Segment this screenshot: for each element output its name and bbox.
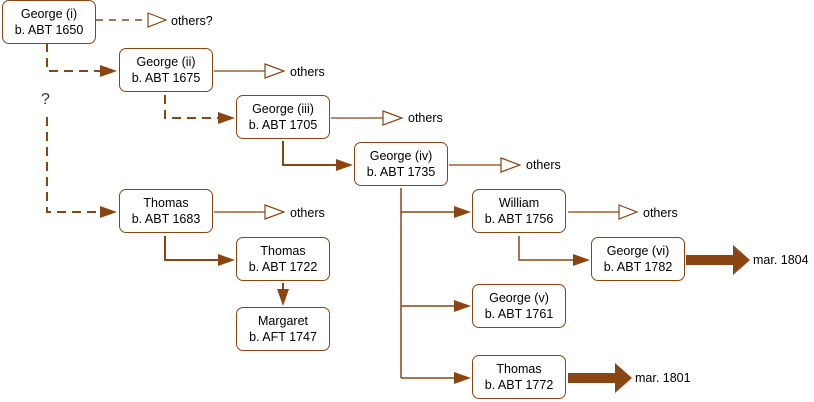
open-arrowhead — [264, 63, 286, 79]
solid-arrowhead — [100, 206, 117, 218]
marriage-label-1804: mar. 1804 — [753, 253, 809, 267]
person-name: Thomas — [143, 196, 189, 210]
person-william[interactable]: William b. ABT 1756 — [472, 189, 566, 233]
person-birth: b. ABT 1705 — [248, 118, 318, 132]
marriage-arrow-1804 — [686, 245, 750, 275]
person-george-iv[interactable]: George (iv) b. ABT 1735 — [354, 142, 448, 186]
person-birth: b. ABT 1772 — [484, 378, 554, 392]
person-birth: b. ABT 1675 — [131, 71, 201, 85]
person-birth: b. ABT 1761 — [484, 307, 554, 321]
person-name: George (iv) — [369, 149, 433, 163]
person-margaret[interactable]: Margaret b. AFT 1747 — [236, 307, 330, 351]
person-name: Thomas — [260, 244, 306, 258]
person-name: George (iii) — [252, 102, 314, 116]
person-birth: b. ABT 1735 — [366, 165, 436, 179]
solid-arrowhead — [218, 112, 235, 124]
solid-arrowhead — [218, 254, 235, 266]
edge-george-iii-george-iv — [282, 141, 345, 166]
person-birth: b. ABT 1722 — [248, 260, 318, 274]
person-name: William — [498, 196, 540, 210]
solid-arrowhead — [454, 372, 471, 384]
person-name: George (v) — [489, 291, 549, 305]
uncertain-parent-mark: ? — [41, 91, 50, 108]
solid-arrowhead — [454, 206, 471, 218]
others-label: others — [290, 206, 325, 220]
person-birth: b. ABT 1650 — [14, 23, 84, 37]
edge-william-george-vi — [518, 236, 582, 261]
solid-arrowhead — [336, 159, 353, 171]
person-name: Margaret — [257, 314, 309, 328]
person-name: Thomas — [496, 362, 542, 376]
open-arrowhead — [147, 12, 168, 28]
open-arrowhead — [618, 204, 639, 220]
others-uncertain-label: others? — [171, 14, 213, 28]
person-thomas-1772[interactable]: Thomas b. ABT 1772 — [472, 355, 566, 399]
person-george-iii[interactable]: George (iii) b. ABT 1705 — [236, 95, 330, 139]
person-thomas-1722[interactable]: Thomas b. ABT 1722 — [236, 237, 330, 281]
marriage-label-1801: mar. 1801 — [635, 371, 691, 385]
solid-arrowhead — [573, 254, 590, 266]
person-george-ii[interactable]: George (ii) b. ABT 1675 — [119, 48, 213, 92]
person-birth: b. AFT 1747 — [249, 330, 317, 344]
person-name: George (i) — [20, 7, 78, 21]
edge-george-ii-george-iii — [164, 95, 227, 119]
edge-unknown-thomas-1683 — [46, 117, 110, 213]
solid-arrowhead — [454, 300, 471, 312]
others-label: others — [290, 65, 325, 79]
others-label: others — [526, 158, 561, 172]
person-name: George (ii) — [136, 55, 196, 69]
person-name: George (vi) — [606, 244, 670, 258]
edge-thomas-1683-thomas-1722 — [164, 236, 227, 261]
person-thomas-1683[interactable]: Thomas b. ABT 1683 — [119, 189, 213, 233]
solid-arrowhead — [100, 65, 117, 77]
marriage-arrow-1801 — [568, 363, 632, 393]
person-birth: b. ABT 1782 — [603, 260, 673, 274]
person-george-i[interactable]: George (i) b. ABT 1650 — [2, 0, 96, 44]
open-arrowhead — [382, 110, 404, 126]
person-george-v[interactable]: George (v) b. ABT 1761 — [472, 284, 566, 328]
others-label: others — [643, 206, 678, 220]
others-label: others — [408, 111, 443, 125]
open-arrowhead — [264, 204, 286, 220]
person-birth: b. ABT 1683 — [131, 212, 201, 226]
solid-arrowhead — [277, 289, 289, 306]
person-george-vi[interactable]: George (vi) b. ABT 1782 — [591, 237, 685, 281]
person-birth: b. ABT 1756 — [484, 212, 554, 226]
open-arrowhead — [500, 157, 522, 173]
